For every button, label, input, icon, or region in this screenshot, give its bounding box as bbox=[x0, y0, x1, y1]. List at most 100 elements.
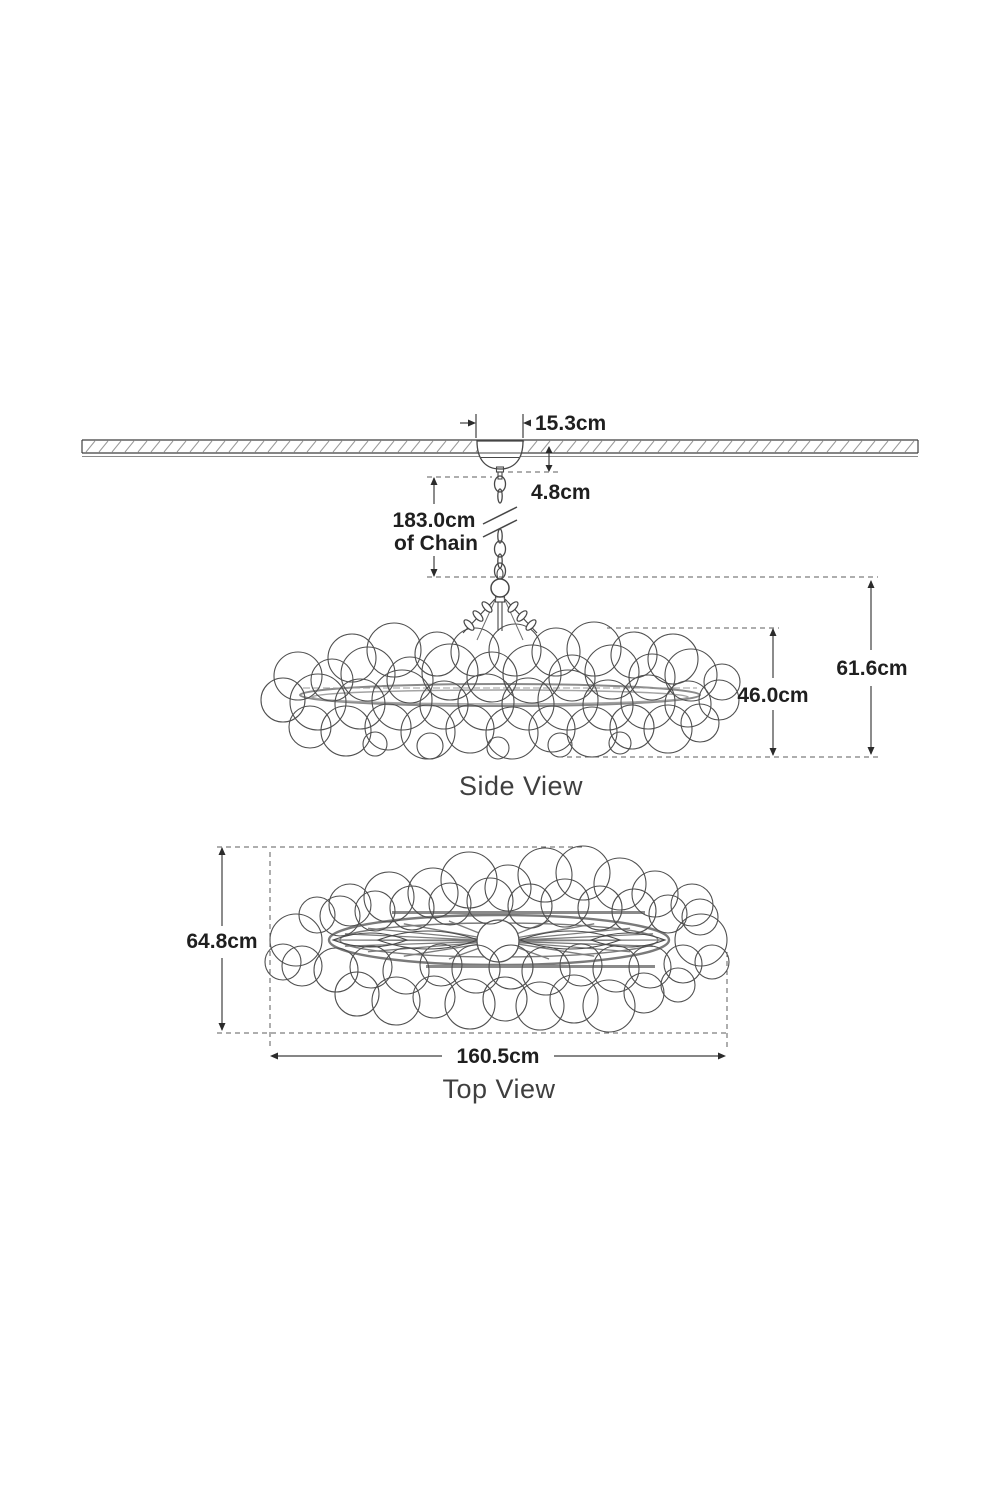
hatch-line bbox=[683, 440, 694, 453]
canopy-height-value: 4.8cm bbox=[531, 481, 591, 504]
bubble bbox=[340, 646, 396, 702]
bubble bbox=[328, 883, 372, 927]
bubble bbox=[264, 943, 302, 981]
hatch-line bbox=[111, 440, 122, 453]
arrowhead-up bbox=[218, 847, 226, 855]
bubble bbox=[620, 674, 676, 730]
hatch-line bbox=[865, 440, 876, 453]
bubble bbox=[334, 971, 380, 1017]
hatch-line bbox=[891, 440, 902, 453]
hatch-line bbox=[553, 440, 564, 453]
suspension-chain bbox=[493, 475, 507, 580]
bubble bbox=[260, 677, 306, 723]
hatch-line bbox=[722, 440, 733, 453]
ring-edge-band-inner bbox=[311, 689, 689, 705]
crown-ring bbox=[490, 578, 510, 598]
bubble bbox=[674, 913, 728, 967]
hatch-line bbox=[397, 440, 408, 453]
bubble bbox=[416, 732, 444, 760]
crown-link bbox=[507, 601, 519, 613]
bubble bbox=[540, 878, 590, 928]
bubble bbox=[609, 704, 655, 750]
chain-break-symbol bbox=[482, 506, 518, 538]
hatch-line bbox=[384, 440, 395, 453]
bubble bbox=[501, 677, 555, 731]
hatch-line bbox=[735, 440, 746, 453]
bubble bbox=[440, 851, 498, 909]
bubble bbox=[680, 703, 720, 743]
hatch-line bbox=[228, 440, 239, 453]
bubble bbox=[414, 631, 460, 677]
arrowhead-up bbox=[769, 628, 777, 636]
canopy-dome bbox=[476, 440, 524, 470]
break-slash-2 bbox=[482, 519, 518, 538]
bubble bbox=[371, 669, 433, 731]
arrowhead-right bbox=[718, 1052, 726, 1060]
bubble bbox=[400, 704, 456, 760]
hatch-line bbox=[462, 440, 473, 453]
crown-link bbox=[525, 619, 537, 631]
hatch-line bbox=[605, 440, 616, 453]
chain-length-value: 183.0cm bbox=[393, 509, 476, 532]
dim-top-depth: 64.8cm bbox=[186, 846, 728, 1034]
bubble bbox=[507, 883, 553, 929]
bubble bbox=[421, 643, 479, 701]
bubble bbox=[549, 974, 599, 1024]
crown-assembly bbox=[462, 567, 538, 641]
bubble bbox=[623, 972, 665, 1014]
dim-canopy-height: 4.8cm bbox=[508, 446, 591, 504]
hatch-line bbox=[280, 440, 291, 453]
crown-link bbox=[463, 619, 475, 631]
bubble bbox=[488, 944, 534, 990]
hatch-line bbox=[319, 440, 330, 453]
arrowhead-up bbox=[545, 446, 553, 453]
hatch-line bbox=[644, 440, 655, 453]
bubble bbox=[584, 644, 640, 700]
bubble bbox=[521, 946, 571, 996]
bubble bbox=[592, 945, 640, 993]
hatch-line bbox=[267, 440, 278, 453]
bubble bbox=[445, 704, 495, 754]
bubble bbox=[531, 627, 581, 677]
arrowhead-down bbox=[218, 1023, 226, 1031]
bubble bbox=[319, 895, 361, 937]
bubble bbox=[486, 736, 510, 760]
hatch-line bbox=[774, 440, 785, 453]
hatch-line bbox=[306, 440, 317, 453]
bubble bbox=[389, 885, 435, 931]
hatch-line bbox=[254, 440, 265, 453]
arrowhead-down bbox=[430, 569, 438, 577]
hatch-line bbox=[787, 440, 798, 453]
canopy-stem-bottom bbox=[497, 471, 503, 480]
hatch-line bbox=[163, 440, 174, 453]
arrowhead-left-in bbox=[523, 419, 531, 427]
hatch-line bbox=[592, 440, 603, 453]
crown-link bbox=[516, 610, 528, 622]
bubble bbox=[628, 653, 676, 701]
spoke bbox=[344, 933, 500, 942]
top-center-ball bbox=[476, 919, 520, 963]
overall-height-value: 61.6cm bbox=[836, 657, 907, 680]
hatch-line bbox=[540, 440, 551, 453]
bubble bbox=[648, 894, 688, 934]
hatch-line bbox=[410, 440, 421, 453]
bubble bbox=[349, 945, 393, 989]
hatch-line bbox=[215, 440, 226, 453]
hatch-line bbox=[176, 440, 187, 453]
top-depth-value: 64.8cm bbox=[186, 930, 257, 953]
hatch-line bbox=[839, 440, 850, 453]
hatch-line bbox=[150, 440, 161, 453]
hatch-line bbox=[631, 440, 642, 453]
hatch-line bbox=[137, 440, 148, 453]
hatch-line bbox=[826, 440, 837, 453]
dim-chain-length: 183.0cm of Chain bbox=[393, 476, 878, 578]
arrowhead-down bbox=[545, 465, 553, 472]
crown-link bbox=[481, 601, 493, 613]
canopy-width-value: 15.3cm bbox=[535, 412, 606, 435]
spoke bbox=[498, 940, 654, 947]
bubble bbox=[457, 673, 515, 731]
hatch-line bbox=[85, 440, 96, 453]
hatch-line bbox=[423, 440, 434, 453]
hatch-line bbox=[449, 440, 460, 453]
